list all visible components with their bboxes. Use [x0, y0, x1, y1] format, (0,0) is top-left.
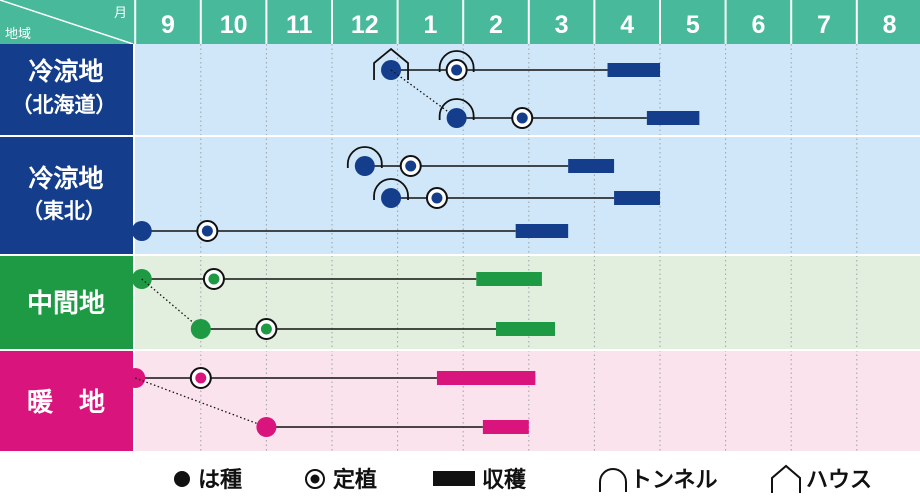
region-label-hokkaido [0, 44, 133, 135]
harvest-bar [607, 63, 660, 77]
harvest-bar [436, 371, 536, 385]
band-separator [0, 135, 920, 137]
region-name-hokkaido: 冷涼地 [28, 57, 103, 86]
legend-tunnel-icon [599, 468, 627, 492]
month-label-11: 11 [286, 11, 313, 39]
plant-point [201, 225, 213, 237]
legend-harvest-bar [433, 471, 475, 486]
region-name-middle: 中間地 [27, 289, 105, 319]
region-label-tohoku [0, 137, 133, 254]
sow-point [131, 221, 152, 241]
region-name-warm: 暖 地 [27, 388, 105, 418]
harvest-bar [476, 272, 542, 286]
harvest-bar [614, 191, 660, 205]
harvest-bar [515, 224, 569, 238]
month-label-10: 10 [220, 11, 248, 39]
legend-plant-label: 定植 [333, 467, 377, 493]
sow-point [354, 156, 375, 176]
corner-month-label: 月 [114, 6, 127, 21]
harvest-bar [482, 420, 529, 434]
sow-point [190, 319, 211, 339]
month-label-2: 2 [489, 11, 503, 39]
legend-house-icon [771, 464, 801, 493]
plant-point [260, 323, 272, 335]
band-separator [0, 349, 920, 351]
sow-connector [390, 69, 458, 119]
plant-point [195, 372, 207, 384]
harvest-bar [496, 322, 556, 336]
house-icon [373, 47, 409, 80]
harvest-bar [568, 159, 615, 173]
band-separator [0, 254, 920, 256]
sow-connector [141, 278, 202, 330]
region-name-tohoku: 冷涼地 [28, 164, 103, 193]
region-sub-tohoku: （東北） [22, 199, 106, 223]
month-label-4: 4 [620, 11, 634, 39]
legend-house-label: ハウス [806, 468, 872, 493]
month-label-7: 7 [817, 11, 831, 39]
month-label-3: 3 [555, 11, 569, 39]
legend-plant-dot [310, 474, 320, 484]
plant-point [208, 273, 220, 285]
legend-sow-dot [174, 471, 190, 487]
plant-point [431, 192, 443, 204]
harvest-bar [646, 111, 700, 125]
month-label-6: 6 [751, 11, 765, 39]
legend-harvest-label: 収穫 [482, 467, 527, 493]
tunnel-icon [438, 50, 475, 72]
tunnel-icon [438, 98, 475, 120]
tunnel-icon [346, 146, 383, 168]
corner-divider [0, 0, 134, 45]
month-label-12: 12 [351, 11, 379, 39]
plant-point [405, 160, 417, 172]
month-header [0, 0, 920, 44]
region-sub-hokkaido: （北海道） [12, 93, 117, 117]
legend: は種 定植 収穫 トンネル ハウス [174, 464, 872, 493]
month-label-8: 8 [883, 11, 897, 39]
month-label-9: 9 [161, 11, 175, 39]
sow-point [446, 108, 467, 128]
schedule-marks [125, 47, 700, 437]
sow-connector [134, 377, 267, 428]
tunnel-icon [373, 178, 409, 200]
month-label-5: 5 [686, 11, 700, 39]
legend-tunnel-label: トンネル [630, 468, 718, 493]
region-label-warm [0, 351, 133, 451]
sow-point [381, 188, 402, 208]
sow-point [256, 417, 277, 437]
legend-sow-label: は種 [198, 468, 242, 493]
corner-region-label: 地域 [5, 27, 31, 42]
region-label-middle [0, 256, 133, 349]
plant-point [451, 64, 463, 76]
region-band-warm [135, 351, 920, 451]
month-label-1: 1 [423, 11, 437, 39]
plant-point [516, 112, 528, 124]
